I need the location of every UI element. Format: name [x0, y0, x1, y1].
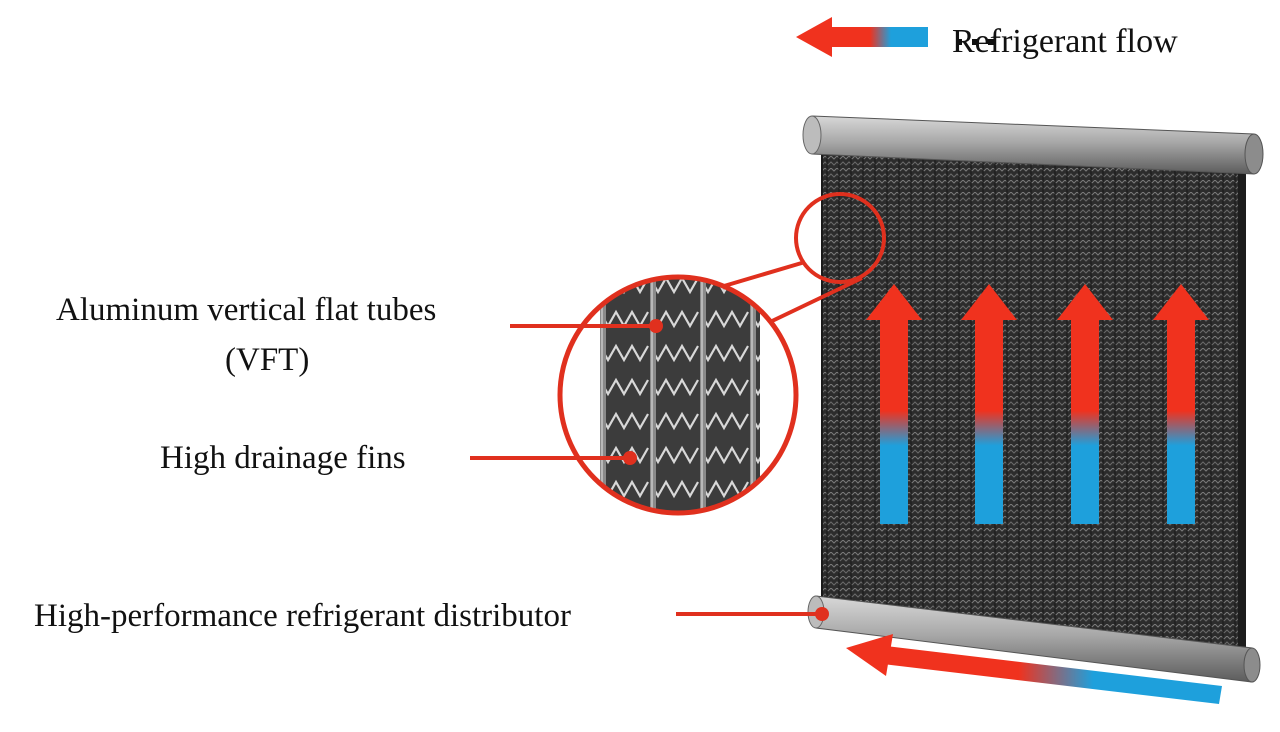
distributor-label: High-performance refrigerant distributor — [34, 598, 571, 634]
magnifier-circle-icon — [794, 192, 886, 284]
zoom-detail — [557, 274, 799, 516]
flow-arrow-up-icon — [961, 284, 1017, 524]
vft-label-abbrev: (VFT) — [225, 342, 310, 378]
flow-arrow-up-icon — [1057, 284, 1113, 524]
legend-label: Refrigerant flow — [952, 23, 1178, 60]
flow-arrow-left-icon — [846, 634, 1222, 704]
flow-arrow-up-icon — [1153, 284, 1209, 524]
flow-arrow-up-icon — [866, 284, 922, 524]
top-header-pipe — [802, 115, 1264, 175]
callout-line — [769, 276, 863, 324]
callout-line — [723, 260, 806, 288]
fins-label: High drainage fins — [160, 440, 406, 476]
heat-exchanger — [802, 115, 1264, 704]
dotted-line-icon — [956, 39, 994, 45]
legend — [796, 17, 994, 57]
vft-label: Aluminum vertical flat tubes — [56, 292, 437, 328]
fins-leader — [470, 451, 637, 465]
distributor-leader — [676, 607, 829, 621]
gradient-arrow-left-icon — [796, 17, 928, 57]
vft-leader — [510, 319, 663, 333]
